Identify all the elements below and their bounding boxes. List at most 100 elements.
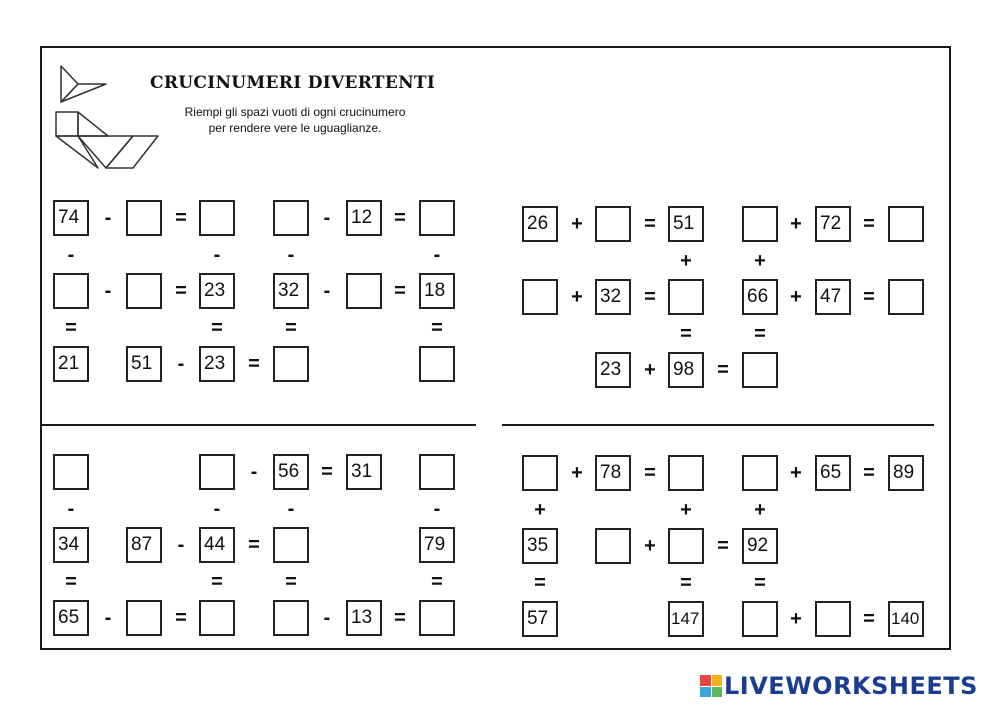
plus-sign: + <box>790 286 802 308</box>
answer-cell[interactable] <box>53 454 89 490</box>
answer-input[interactable] <box>275 529 307 561</box>
equals-sign: = <box>394 280 406 302</box>
answer-input[interactable] <box>201 202 233 234</box>
answer-cell[interactable] <box>668 279 704 315</box>
answer-input[interactable] <box>597 208 629 240</box>
answer-input[interactable] <box>275 602 307 634</box>
given-number-cell: 21 <box>53 346 89 382</box>
answer-input[interactable] <box>670 281 702 313</box>
minus-sign: - <box>287 244 295 266</box>
equals-sign: = <box>754 323 766 345</box>
answer-cell[interactable] <box>742 352 778 388</box>
answer-cell[interactable] <box>53 273 89 309</box>
given-number-cell: 89 <box>888 455 924 491</box>
given-number-cell: 65 <box>53 600 89 636</box>
answer-cell[interactable] <box>346 273 382 309</box>
answer-cell[interactable] <box>199 200 235 236</box>
answer-input[interactable] <box>744 208 776 240</box>
answer-cell[interactable] <box>126 273 162 309</box>
answer-cell[interactable] <box>742 206 778 242</box>
equals-sign: = <box>863 286 875 308</box>
answer-input[interactable] <box>597 530 629 562</box>
given-number-cell: 44 <box>199 527 235 563</box>
answer-input[interactable] <box>201 456 233 488</box>
answer-input[interactable] <box>275 202 307 234</box>
given-number-cell: 12 <box>346 200 382 236</box>
answer-input[interactable] <box>421 602 453 634</box>
plus-sign: + <box>644 535 656 557</box>
logo-icon <box>700 675 722 697</box>
answer-cell[interactable] <box>888 206 924 242</box>
answer-cell[interactable] <box>126 200 162 236</box>
plus-sign: + <box>571 286 583 308</box>
answer-cell[interactable] <box>742 601 778 637</box>
answer-cell[interactable] <box>668 528 704 564</box>
given-number-cell: 65 <box>815 455 851 491</box>
answer-input[interactable] <box>128 602 160 634</box>
answer-input[interactable] <box>128 275 160 307</box>
answer-input[interactable] <box>524 457 556 489</box>
answer-cell[interactable] <box>273 527 309 563</box>
given-number-cell: 23 <box>595 352 631 388</box>
equals-sign: = <box>394 607 406 629</box>
instructions: Riempi gli spazi vuoti di ogni crucinume… <box>150 104 440 136</box>
logo-text: LIVEWORKSHEETS <box>724 672 978 700</box>
answer-cell[interactable] <box>273 346 309 382</box>
answer-input[interactable] <box>890 208 922 240</box>
answer-cell[interactable] <box>199 600 235 636</box>
answer-cell[interactable] <box>419 200 455 236</box>
answer-input[interactable] <box>128 202 160 234</box>
answer-cell[interactable] <box>815 601 851 637</box>
given-number-cell: 32 <box>595 279 631 315</box>
minus-sign: - <box>323 207 331 229</box>
answer-input[interactable] <box>524 281 556 313</box>
answer-input[interactable] <box>55 275 87 307</box>
answer-input[interactable] <box>55 456 87 488</box>
answer-cell[interactable] <box>595 528 631 564</box>
given-number-cell: 98 <box>668 352 704 388</box>
answer-input[interactable] <box>744 354 776 386</box>
answer-cell[interactable] <box>742 455 778 491</box>
answer-input[interactable] <box>744 457 776 489</box>
answer-cell[interactable] <box>522 279 558 315</box>
answer-cell[interactable] <box>888 279 924 315</box>
instructions-line-1: Riempi gli spazi vuoti di ogni crucinume… <box>184 105 406 119</box>
answer-input[interactable] <box>348 275 380 307</box>
plus-sign: + <box>534 499 546 521</box>
equals-sign: = <box>717 359 729 381</box>
answer-cell[interactable] <box>419 346 455 382</box>
answer-cell[interactable] <box>419 454 455 490</box>
equals-sign: = <box>175 280 187 302</box>
tangram-bird-illustration <box>55 65 159 169</box>
answer-cell[interactable] <box>522 455 558 491</box>
equals-sign: = <box>285 571 297 593</box>
answer-input[interactable] <box>817 603 849 635</box>
given-number-cell: 23 <box>199 346 235 382</box>
answer-input[interactable] <box>421 456 453 488</box>
answer-cell[interactable] <box>595 206 631 242</box>
answer-cell[interactable] <box>199 454 235 490</box>
minus-sign: - <box>177 353 185 375</box>
section-divider-right <box>502 424 934 426</box>
logo-square <box>700 675 711 686</box>
answer-cell[interactable] <box>273 600 309 636</box>
instructions-line-2: per rendere vere le uguaglianze. <box>208 121 382 135</box>
answer-input[interactable] <box>890 281 922 313</box>
answer-cell[interactable] <box>273 200 309 236</box>
answer-input[interactable] <box>670 530 702 562</box>
worksheet-frame <box>40 46 951 650</box>
given-number-cell: 31 <box>346 454 382 490</box>
given-number-cell: 47 <box>815 279 851 315</box>
answer-cell[interactable] <box>419 600 455 636</box>
answer-input[interactable] <box>275 348 307 380</box>
answer-input[interactable] <box>744 603 776 635</box>
logo-square <box>700 686 711 697</box>
answer-cell[interactable] <box>668 455 704 491</box>
answer-cell[interactable] <box>126 600 162 636</box>
minus-sign: - <box>67 498 75 520</box>
answer-input[interactable] <box>670 457 702 489</box>
given-number-cell: 26 <box>522 206 558 242</box>
answer-input[interactable] <box>201 602 233 634</box>
answer-input[interactable] <box>421 348 453 380</box>
answer-input[interactable] <box>421 202 453 234</box>
